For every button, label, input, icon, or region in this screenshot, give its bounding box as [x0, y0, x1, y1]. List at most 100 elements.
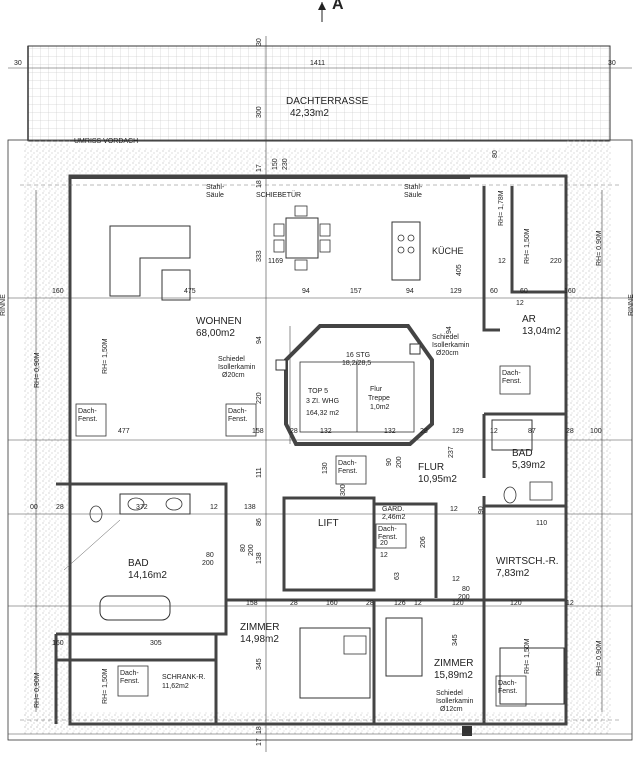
dim-160-d: 160: [52, 640, 64, 647]
room-wirtsch-name: WIRTSCH.-R.: [496, 556, 559, 567]
room-gard-name: GARD.: [382, 506, 405, 513]
coffee-table: [161, 269, 191, 301]
dim-94-c: 94: [256, 336, 263, 344]
rh-150-bottom-right: RH= 1,50M: [524, 638, 531, 674]
rinne-left: RINNE: [0, 294, 7, 316]
schiedel-3b: Isollerkamin: [436, 698, 474, 705]
dim-90-b: 90: [478, 506, 485, 514]
dim-28-d: 28: [56, 504, 64, 511]
dim-12-d: 12: [210, 504, 218, 511]
schiedel-2a: Schiedel: [432, 334, 459, 341]
room-wohnen-area: 68,00m2: [196, 328, 235, 339]
dim-87: 87: [528, 428, 536, 435]
dim-110: 110: [536, 520, 548, 527]
bathtub: [99, 595, 171, 621]
dim-86: 86: [256, 518, 263, 526]
dim-12-a: 12: [498, 258, 506, 265]
washbasin-counter: [119, 493, 191, 515]
dim-200-b: 200: [248, 544, 255, 556]
dim-206: 206: [420, 536, 427, 548]
schiedel-3a: Schiedel: [436, 690, 463, 697]
stair-steps: 16 STG: [346, 352, 371, 359]
dachfenster-6-b: Fenst.: [120, 678, 140, 685]
dim-1411: 1411: [310, 60, 326, 67]
room-schrank-name: SCHRANK-R.: [162, 674, 206, 681]
dachfenster-6-a: Dach-: [120, 670, 139, 677]
chimney-wohnen: [275, 359, 287, 371]
dachfenster-4-a: Dach-: [502, 370, 521, 377]
dim-200-d: 200: [396, 456, 403, 468]
room-zimmer-mid-area: 14,98m2: [240, 634, 279, 645]
dim-132-b: 132: [384, 428, 396, 435]
room-zimmer-right-name: ZIMMER: [434, 658, 474, 669]
rh-150-left: RH= 1,50M: [102, 338, 109, 374]
saeule-label-2: Säule: [404, 192, 422, 199]
rh-090-right: RH= 0,90M: [596, 230, 603, 266]
dim-158-a: 158: [252, 428, 264, 435]
dachfenster-4-b: Fenst.: [502, 378, 522, 385]
dim-12-i: 12: [566, 600, 574, 607]
stair-area: 164,32 m2: [306, 410, 340, 417]
section-letter: A: [332, 0, 344, 13]
dim-477: 477: [118, 428, 130, 435]
rh-150-bottom-left: RH= 1,50M: [102, 668, 109, 704]
dim-405: 405: [456, 264, 463, 276]
room-wohnen-name: WOHNEN: [196, 316, 242, 327]
dim-80-c: 80: [462, 586, 470, 593]
dim-160-b: 160: [564, 288, 576, 295]
dim-60-a: 60: [490, 288, 498, 295]
room-ar-area: 13,04m2: [522, 326, 561, 337]
dim-28-e: 28: [290, 600, 298, 607]
dachfenster-5-b: Fenst.: [378, 534, 398, 541]
room-lift-name: LIFT: [318, 518, 339, 529]
dim-28-f: 28: [366, 600, 374, 607]
rh-150-right: RH= 1,50M: [524, 228, 531, 264]
dim-94-d: 94: [446, 326, 453, 334]
desk-zimmer-right: [385, 617, 423, 677]
dim-63: 63: [394, 572, 401, 580]
dim-17-b: 17: [256, 738, 263, 746]
stair-treppe-area: 1,0m2: [370, 404, 390, 411]
dachfenster-1-a: Dach-: [78, 408, 97, 415]
room-dachterrasse-name: DACHTERRASSE: [286, 96, 369, 107]
section-marker: [318, 2, 326, 22]
schiedel-3c: Ø12cm: [440, 706, 463, 713]
dachfenster-3-b: Fenst.: [338, 468, 358, 475]
dim-80: 80: [492, 150, 499, 158]
rh-090-bottom-left: RH= 0,90M: [34, 672, 41, 708]
sofa: [109, 225, 191, 297]
dim-12-h: 12: [414, 600, 422, 607]
dim-28-c: 28: [566, 428, 574, 435]
stair-ratio: 18,2/28,5: [342, 360, 372, 367]
dim-157: 157: [350, 288, 362, 295]
dim-138: 138: [244, 504, 256, 511]
dim-00: 00: [30, 504, 38, 511]
room-bad-right-name: BAD: [512, 448, 533, 459]
dim-130: 130: [322, 462, 329, 474]
dim-94-b: 94: [406, 288, 414, 295]
schiedel-1a: Schiedel: [218, 356, 245, 363]
dim-120-a: 120: [452, 600, 464, 607]
stair-treppe: Treppe: [368, 395, 390, 402]
dim-12-g: 12: [452, 576, 460, 583]
stahl-label-2: Stahl-: [404, 184, 423, 191]
dim-80-b: 80: [240, 544, 247, 552]
dim-94-a: 94: [302, 288, 310, 295]
dachfenster-2-b: Fenst.: [228, 416, 248, 423]
dim-237: 237: [448, 446, 455, 458]
room-wirtsch-area: 7,83m2: [496, 568, 530, 579]
dim-30-a: 30: [14, 60, 22, 67]
stair-top: TOP 5: [308, 388, 328, 395]
dining-table: [285, 217, 319, 259]
dim-12-c: 12: [490, 428, 498, 435]
umriss-label: UMRISS VORDACH: [74, 138, 139, 145]
dim-18: 18: [256, 180, 263, 188]
chimney-stair: [409, 343, 421, 355]
stair-flur: Flur: [370, 386, 383, 393]
schiedel-1c: Ø20cm: [222, 372, 245, 379]
dim-333: 333: [256, 250, 263, 262]
room-schrank-area: 11,62m2: [162, 683, 189, 690]
dim-160-c: 160: [326, 600, 338, 607]
dim-150: 150: [272, 158, 279, 170]
